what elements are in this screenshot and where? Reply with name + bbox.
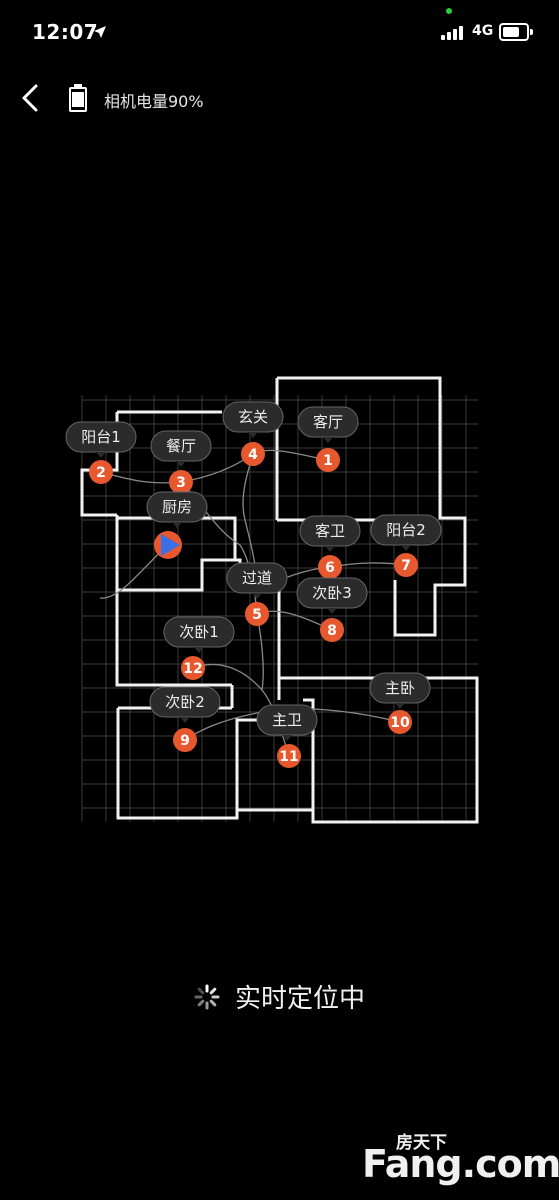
room-number-badge[interactable]: 12 [181, 656, 205, 680]
room-label-bubble: 客厅 [297, 406, 359, 443]
room-number: 3 [176, 475, 186, 491]
locating-status: 实时定位中 [0, 978, 559, 1015]
room-label-bubble: 厨房 [146, 491, 208, 528]
room-label-bubble: 餐厅 [150, 430, 212, 467]
room-label-bubble: 次卧3 [296, 577, 368, 614]
back-button[interactable] [16, 80, 48, 116]
room-label: 主卧 [385, 679, 415, 697]
room-label-bubble: 阳台2 [370, 514, 442, 551]
room-label-bubble: 次卧1 [163, 616, 235, 653]
loading-spinner-icon [194, 984, 220, 1009]
room-label-bubble: 客卫 [299, 515, 361, 552]
room-number-badge[interactable]: 10 [388, 710, 412, 734]
room-label: 阳台1 [81, 428, 121, 446]
watermark-cn: 房天下 [396, 1133, 447, 1153]
room-number-badge[interactable]: 5 [245, 602, 269, 626]
camera-battery-label: 相机电量90% [104, 92, 204, 111]
watermark-en: Fang.com [362, 1142, 559, 1186]
room-number-badge[interactable]: 3 [169, 470, 193, 494]
room-label-bubble: 主卧 [369, 672, 431, 709]
location-arrow-icon [94, 26, 106, 38]
status-bar: 12:07 4G [0, 0, 559, 64]
room-number-badge[interactable]: 9 [173, 728, 197, 752]
room-number: 4 [248, 447, 258, 463]
room-label: 阳台2 [386, 521, 426, 539]
room-label: 过道 [242, 569, 272, 587]
room-number: 11 [279, 749, 298, 765]
network-type: 4G [472, 23, 494, 39]
room-number-badge[interactable]: 4 [241, 442, 265, 466]
room-number: 6 [325, 560, 335, 576]
room-label: 厨房 [162, 498, 192, 516]
room-label: 次卧2 [165, 693, 205, 711]
room-number: 5 [252, 607, 262, 623]
room-number: 7 [401, 558, 411, 574]
watermark-logo: 房天下 Fang.com [362, 1124, 559, 1188]
room-number: 1 [323, 453, 333, 469]
room-label-bubble: 次卧2 [149, 686, 221, 723]
room-number-badge[interactable]: 6 [318, 555, 342, 579]
room-label: 主卫 [272, 711, 302, 729]
play-arrow-icon [161, 534, 180, 556]
room-number: 12 [183, 661, 202, 677]
room-number-badge[interactable]: 7 [394, 553, 418, 577]
room-label: 客厅 [313, 413, 343, 431]
room-number: 8 [327, 623, 337, 639]
room-label: 餐厅 [166, 437, 196, 455]
camera-battery-icon [69, 84, 87, 112]
room-number-badge[interactable]: 11 [277, 744, 301, 768]
room-label-bubble: 玄关 [222, 401, 284, 438]
locating-status-text: 实时定位中 [235, 984, 366, 1014]
room-number-badge[interactable]: 2 [89, 460, 113, 484]
room-label: 客卫 [315, 522, 345, 540]
chevron-left-icon [22, 84, 38, 112]
room-number: 9 [180, 733, 190, 749]
room-label: 次卧1 [179, 623, 219, 641]
battery-icon [499, 23, 533, 41]
privacy-indicator-dot [446, 8, 452, 14]
room-number: 10 [390, 715, 410, 731]
room-label-bubble: 阳台1 [65, 421, 137, 458]
room-number-badge[interactable]: 8 [320, 618, 344, 642]
current-position-marker[interactable] [154, 531, 182, 559]
room-number: 2 [96, 465, 106, 481]
room-label: 玄关 [238, 408, 268, 426]
signal-bars-icon [441, 24, 467, 40]
room-label-bubble: 过道 [226, 562, 288, 599]
room-number-badge[interactable]: 1 [316, 448, 340, 472]
room-label-bubble: 主卫 [256, 704, 318, 741]
room-label: 次卧3 [312, 584, 352, 602]
status-time: 12:07 [32, 20, 99, 44]
